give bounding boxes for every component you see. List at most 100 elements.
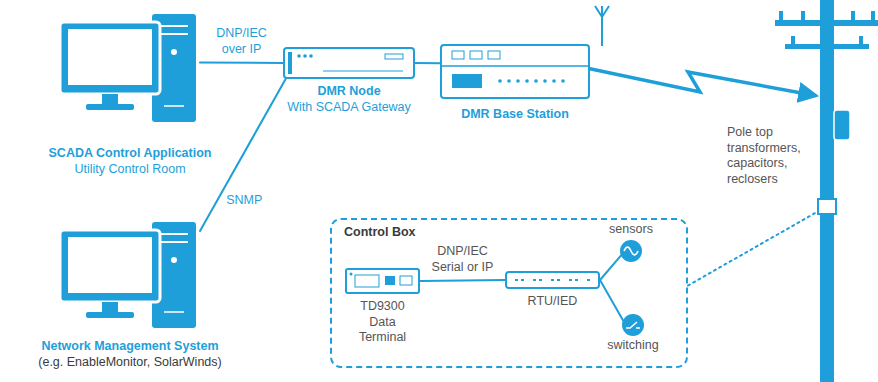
insulator <box>851 11 855 20</box>
switch-wire <box>600 280 623 321</box>
rack-case <box>284 48 414 78</box>
monitor-screen <box>68 29 152 85</box>
data-terminal: TD9300 Data Terminal <box>345 268 420 294</box>
edge-label: SNMP <box>224 193 278 209</box>
status-led <box>309 54 313 58</box>
rtu-device: RTU/IED <box>505 271 600 289</box>
node-title: switching <box>593 338 673 354</box>
sensor-wire <box>600 255 621 280</box>
transformer-can <box>834 110 850 140</box>
drive-slot <box>160 241 188 243</box>
text-group: DMR NodeWith SCADA Gateway <box>259 84 439 115</box>
utility-pole-drawing <box>815 0 839 382</box>
text-group: switching <box>593 338 673 354</box>
utility-pole: Pole top transformers, capacitors, reclo… <box>815 0 839 382</box>
scada-computer-drawing <box>60 12 200 124</box>
edge-label: DNP/IEC Serial or IP <box>422 244 504 275</box>
text-group: DMR Base Station <box>425 107 605 123</box>
switch-contact <box>626 322 640 328</box>
antenna-mast <box>601 6 603 46</box>
monitor-screen <box>68 237 152 293</box>
button-dot <box>498 79 502 83</box>
text-group: SCADA Control ApplicationUtility Control… <box>20 146 240 177</box>
status-led <box>303 54 307 58</box>
cable-link <box>415 62 440 64</box>
serial-link <box>420 280 505 281</box>
node-title: RTU/IED <box>503 294 603 310</box>
monitor-frame <box>60 22 160 94</box>
radio-link <box>590 69 815 96</box>
status-led <box>297 54 301 58</box>
button-dot <box>552 79 556 83</box>
base-station-device-drawing <box>440 44 590 99</box>
dotted-leader <box>688 206 827 285</box>
switch-icon: switching <box>622 314 644 336</box>
display <box>452 74 482 88</box>
control-box: TD9300 Data TerminalRTU/IEDsensorsswitch… <box>330 218 688 368</box>
pole-box <box>818 199 836 214</box>
dmr-node-device: DMR NodeWith SCADA Gateway <box>283 47 415 79</box>
node-title: SCADA Control Application <box>20 146 240 162</box>
monitor-base <box>86 104 134 110</box>
monitor-frame <box>60 230 160 302</box>
slot <box>452 51 464 59</box>
insulator <box>779 11 783 20</box>
terminal-dot <box>575 279 578 281</box>
switch-icon-drawing <box>622 314 644 336</box>
terminal-dot <box>569 279 572 281</box>
monitor-neck <box>102 94 118 104</box>
base-case <box>441 45 589 98</box>
node-title: TD9300 Data Terminal <box>352 299 414 346</box>
vent-line <box>164 105 184 107</box>
sensor-icon: sensors <box>620 240 642 262</box>
terminal-dot <box>557 279 560 281</box>
port <box>385 276 395 285</box>
led <box>350 273 353 276</box>
button-dot <box>507 79 511 83</box>
monitor-neck <box>102 302 118 312</box>
insulator <box>859 36 863 44</box>
edge-label: DNP/IEC over IP <box>204 26 280 57</box>
node-subtitle: With SCADA Gateway <box>259 100 439 116</box>
nms-computer: Network Management System(e.g. EnableMon… <box>60 220 200 330</box>
terminal-dot <box>533 279 536 281</box>
terminal-dot <box>587 279 590 281</box>
node-subtitle: Utility Control Room <box>20 162 240 178</box>
antenna-head <box>595 6 609 17</box>
drive-slot <box>160 233 188 235</box>
node-title: DMR Base Station <box>425 107 605 123</box>
slot <box>488 51 500 59</box>
insulator <box>801 11 805 20</box>
port <box>400 276 412 285</box>
data-terminal-drawing <box>345 268 420 294</box>
button-dot <box>534 79 538 83</box>
button-dot <box>543 79 547 83</box>
dmr-node-device-drawing <box>283 47 415 79</box>
terminal-dot <box>551 279 554 281</box>
text-group: TD9300 Data Terminal <box>352 299 414 346</box>
button-dot <box>525 79 529 83</box>
panel-line <box>323 71 403 72</box>
node-title: Pole top transformers, capacitors, reclo… <box>727 125 807 188</box>
sensor-icon-drawing <box>620 240 642 262</box>
snmp-link <box>200 79 286 231</box>
text-group: RTU/IED <box>503 294 603 310</box>
port-slot <box>385 54 403 59</box>
node-title: Network Management System <box>0 339 260 355</box>
text-group: Control Box <box>344 225 416 241</box>
scada-computer: SCADA Control ApplicationUtility Control… <box>60 12 200 124</box>
button-dot <box>516 79 520 83</box>
slot <box>470 51 482 59</box>
node-title: Control Box <box>344 225 416 241</box>
connector <box>355 275 379 287</box>
unit-divider <box>441 65 589 67</box>
insulator <box>871 11 875 20</box>
rtu-case <box>506 272 599 288</box>
sine-wave <box>624 247 638 255</box>
node-title: DMR Node <box>259 84 439 100</box>
terminal-case <box>346 269 419 293</box>
power-button <box>171 257 177 263</box>
drive-slot <box>160 25 188 27</box>
rack-ear <box>288 52 292 74</box>
